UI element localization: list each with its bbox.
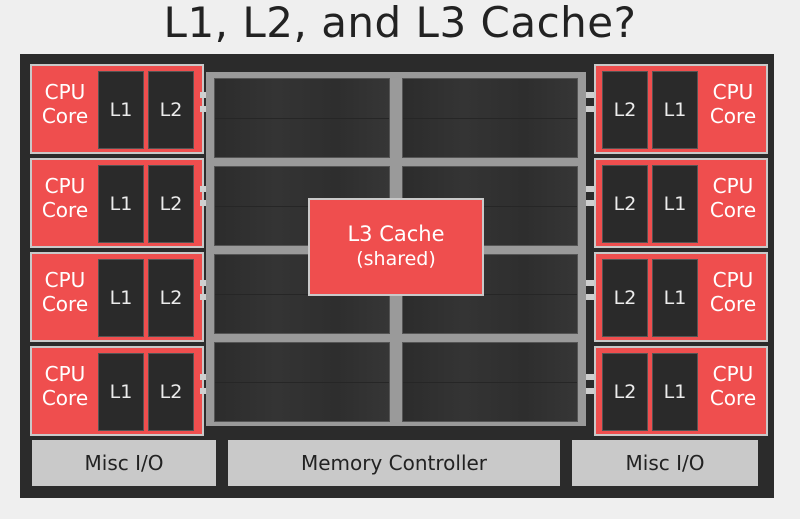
core-label: CPU Core [709,174,757,222]
core-label: CPU Core [709,362,757,410]
l3-cache-label: L3 Cache [347,222,445,246]
core-label: CPU Core [709,268,757,316]
memory-controller: Memory Controller [228,440,560,486]
l1-cache: L1 [98,353,144,431]
core-label: CPU Core [709,80,757,128]
core-label: CPU Core [41,268,89,316]
bus-connector [586,106,594,112]
l2-cache: L2 [148,71,194,149]
l2-cache: L2 [602,259,648,337]
bus-connector [586,186,594,192]
bus-connector [200,92,208,98]
l1-cache: L1 [652,259,698,337]
bus-connector [586,280,594,286]
bus-connector [586,374,594,380]
l1-cache: L1 [98,165,144,243]
cpu-core-left-3: CPU Core L1 L2 [30,252,204,342]
l2-cache: L2 [148,165,194,243]
core-label: CPU Core [41,362,89,410]
core-label: CPU Core [41,174,89,222]
cpu-core-right-3: L2 L1 CPU Core [594,252,768,342]
l2-cache: L2 [602,353,648,431]
bus-connector [200,106,208,112]
bus-connector [200,186,208,192]
misc-io-left: Misc I/O [32,440,216,486]
l3-cache-bank [402,342,578,422]
bus-connector [200,200,208,206]
cpu-core-right-2: L2 L1 CPU Core [594,158,768,248]
l1-cache: L1 [98,71,144,149]
cpu-core-left-1: CPU Core L1 L2 [30,64,204,154]
l2-cache: L2 [148,353,194,431]
bus-connector [200,280,208,286]
bus-connector [586,388,594,394]
l3-shared-label: (shared) [356,248,436,270]
bus-connector [586,294,594,300]
l3-cache-bank [214,78,390,158]
core-label: CPU Core [41,80,89,128]
l3-cache-bank [402,78,578,158]
misc-io-right: Misc I/O [572,440,758,486]
l1-cache: L1 [652,165,698,243]
bus-connector [586,92,594,98]
bus-connector [200,388,208,394]
page-title: L1, L2, and L3 Cache? [163,0,637,47]
l3-cache-bank [214,342,390,422]
l3-cache-shared: L3 Cache (shared) [308,198,484,296]
cpu-core-left-2: CPU Core L1 L2 [30,158,204,248]
bus-connector [200,294,208,300]
l2-cache: L2 [148,259,194,337]
l1-cache: L1 [652,353,698,431]
bus-connector [200,374,208,380]
bus-connector [586,200,594,206]
cpu-core-right-4: L2 L1 CPU Core [594,346,768,436]
l2-cache: L2 [602,71,648,149]
cpu-core-right-1: L2 L1 CPU Core [594,64,768,154]
l2-cache: L2 [602,165,648,243]
cpu-core-left-4: CPU Core L1 L2 [30,346,204,436]
l1-cache: L1 [98,259,144,337]
l1-cache: L1 [652,71,698,149]
l3-cache-array [206,72,586,426]
